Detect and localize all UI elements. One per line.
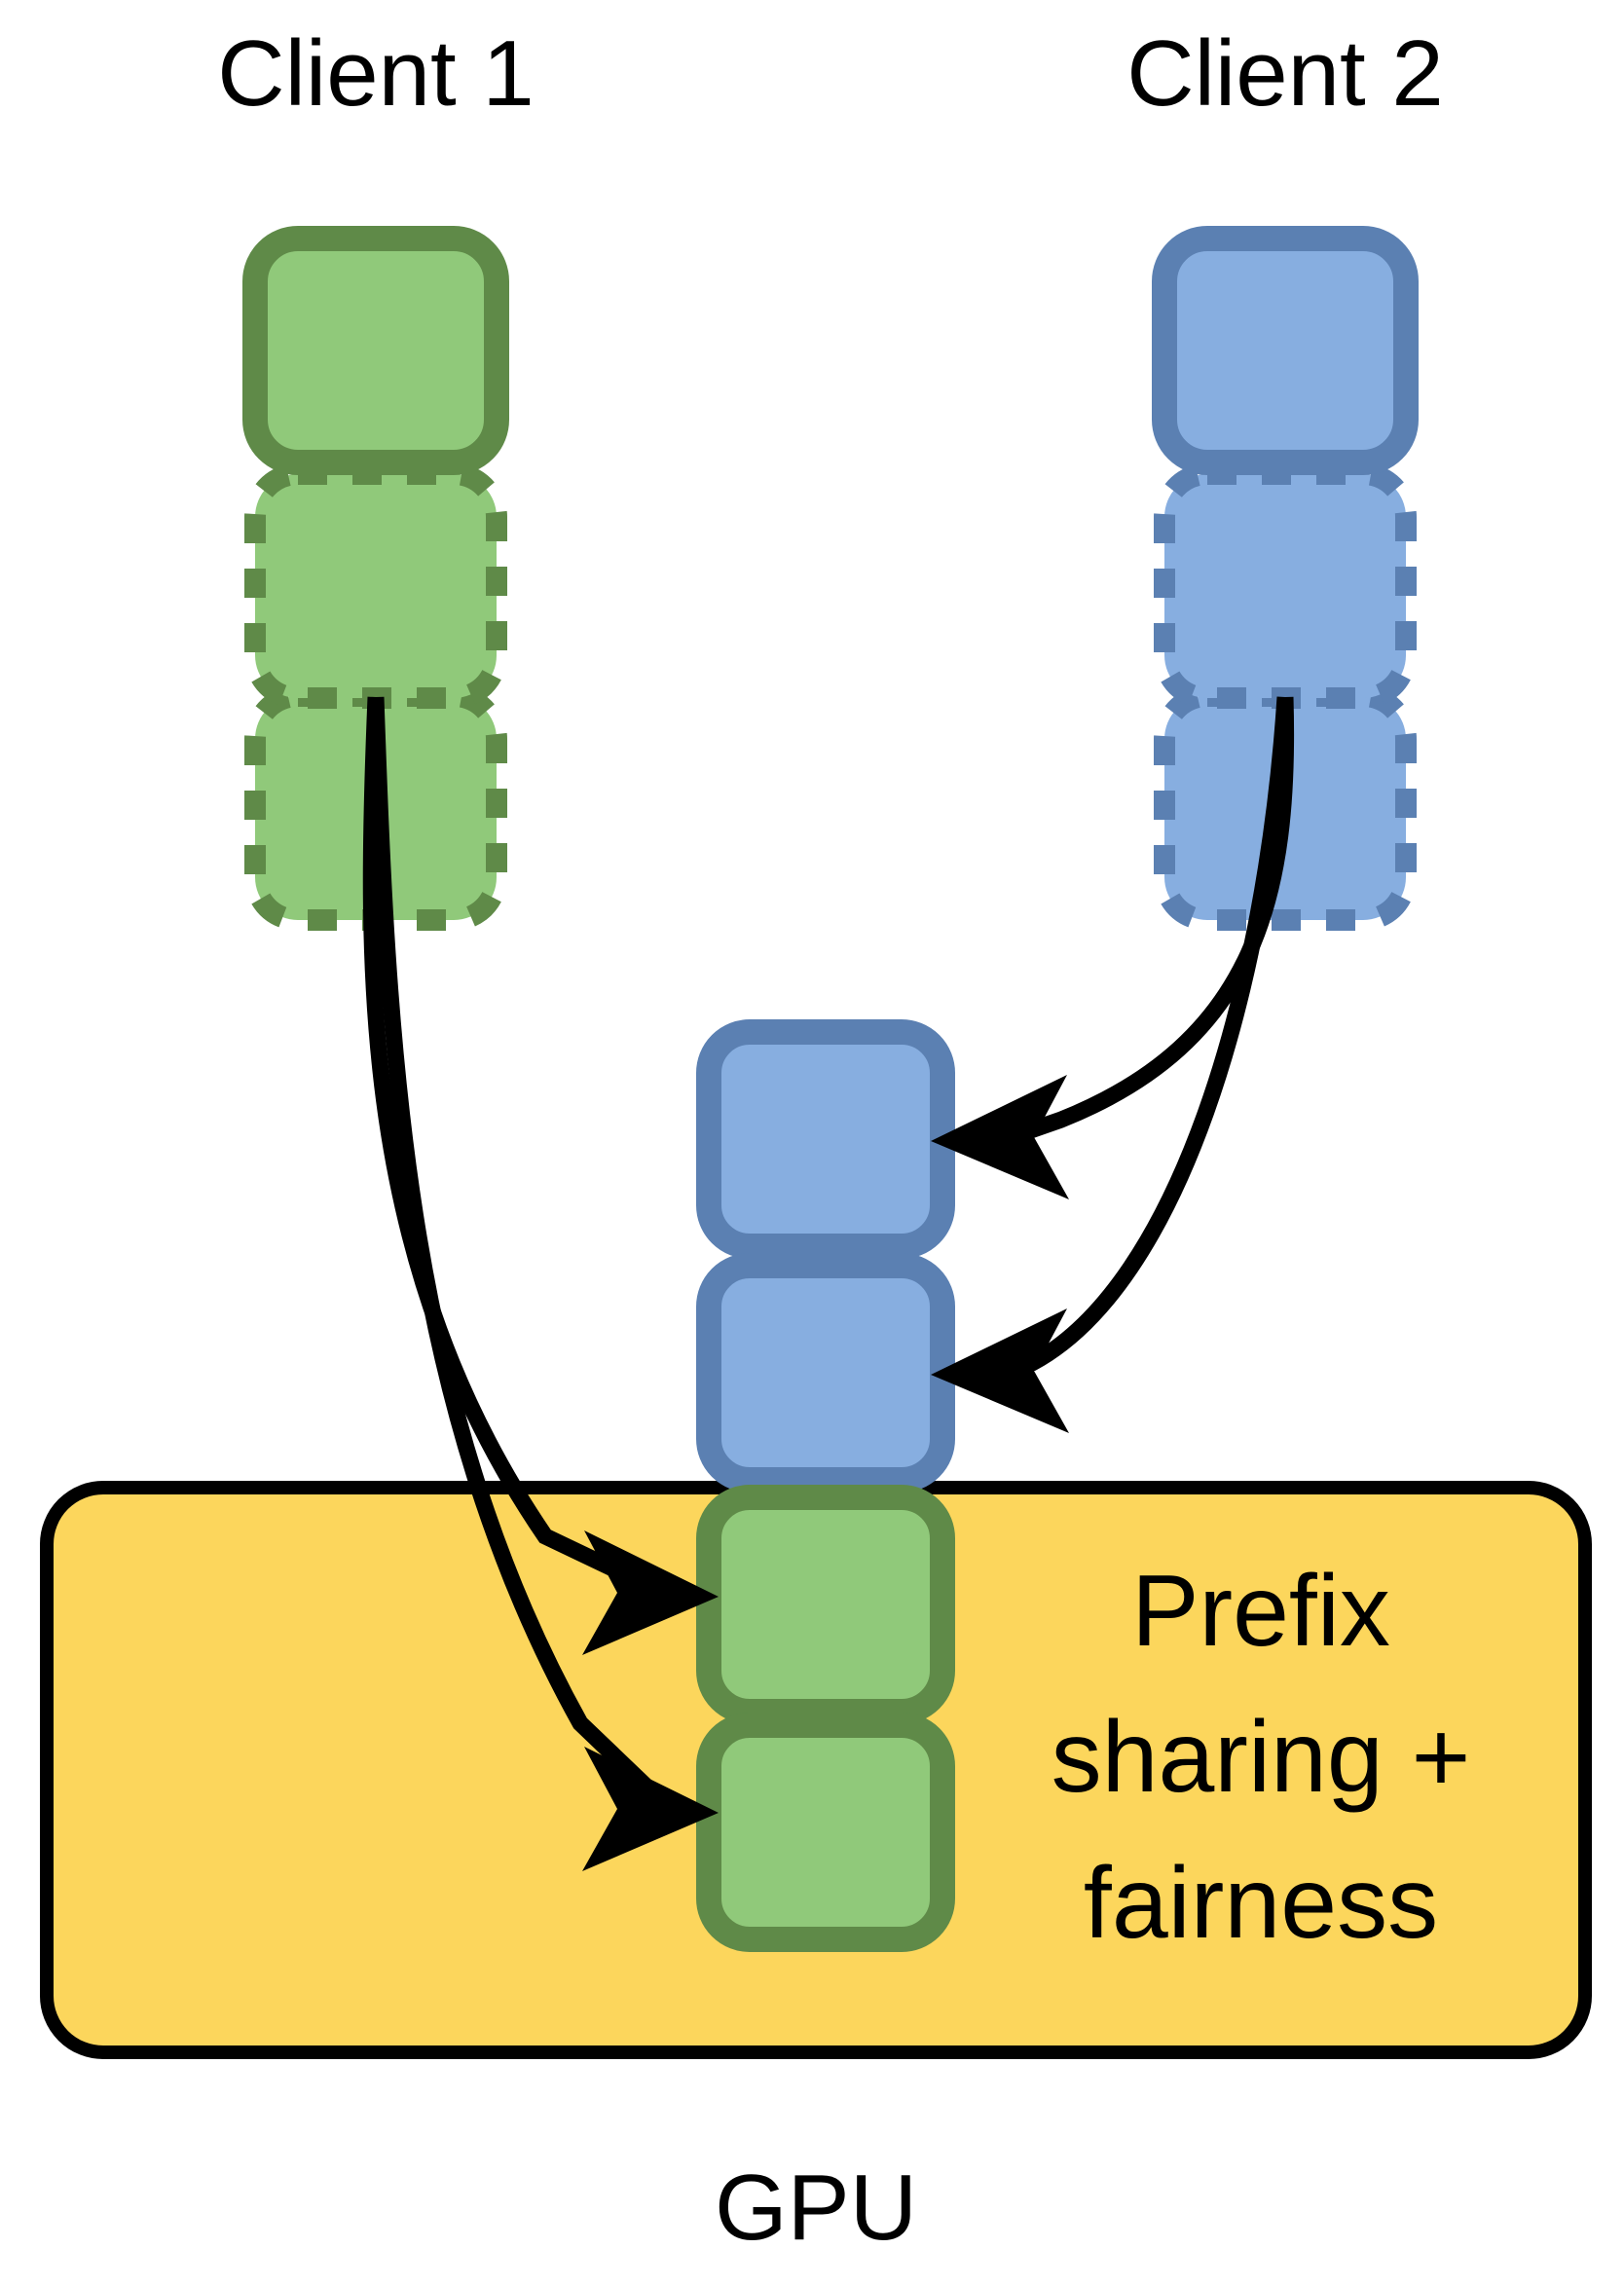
gpu-block-stack [696,1019,955,1952]
gpu-stack-block-3-green[interactable] [696,1485,955,1724]
connector-arrows [362,696,1295,1818]
client2-block-stack [1152,226,1419,931]
client1-block-2[interactable] [244,463,507,709]
gpu-stack-block-1-blue[interactable] [696,1019,955,1259]
gpu-label: GPU [715,2156,917,2260]
client2-label: Client 2 [1126,21,1444,126]
arrowhead-green-2-icon [582,1747,719,1871]
arrowhead-blue-1-icon [931,1075,1069,1199]
gpu-caption-line3: fairness [1084,1847,1438,1960]
client2-block-2[interactable] [1154,463,1417,709]
gpu-caption-line2: sharing + [1052,1701,1471,1814]
client1-label: Client 1 [217,21,535,126]
arrowhead-blue-2-icon [931,1308,1069,1433]
client2-block-1[interactable] [1152,226,1419,475]
arrow-path-client1-to-green-1 [362,696,676,1604]
gpu-caption-line1: Prefix [1131,1555,1390,1668]
gpu-stack-block-4-green[interactable] [696,1713,955,1952]
arrow-path-client1-to-green-2 [367,696,678,1818]
arrowhead-green-1-icon [582,1530,719,1655]
gpu-stack-block-2-blue[interactable] [696,1253,955,1493]
arrow-path-client2-to-blue-2 [971,696,1294,1389]
client1-block-1[interactable] [242,226,509,475]
arrow-heads [582,1075,1069,1871]
